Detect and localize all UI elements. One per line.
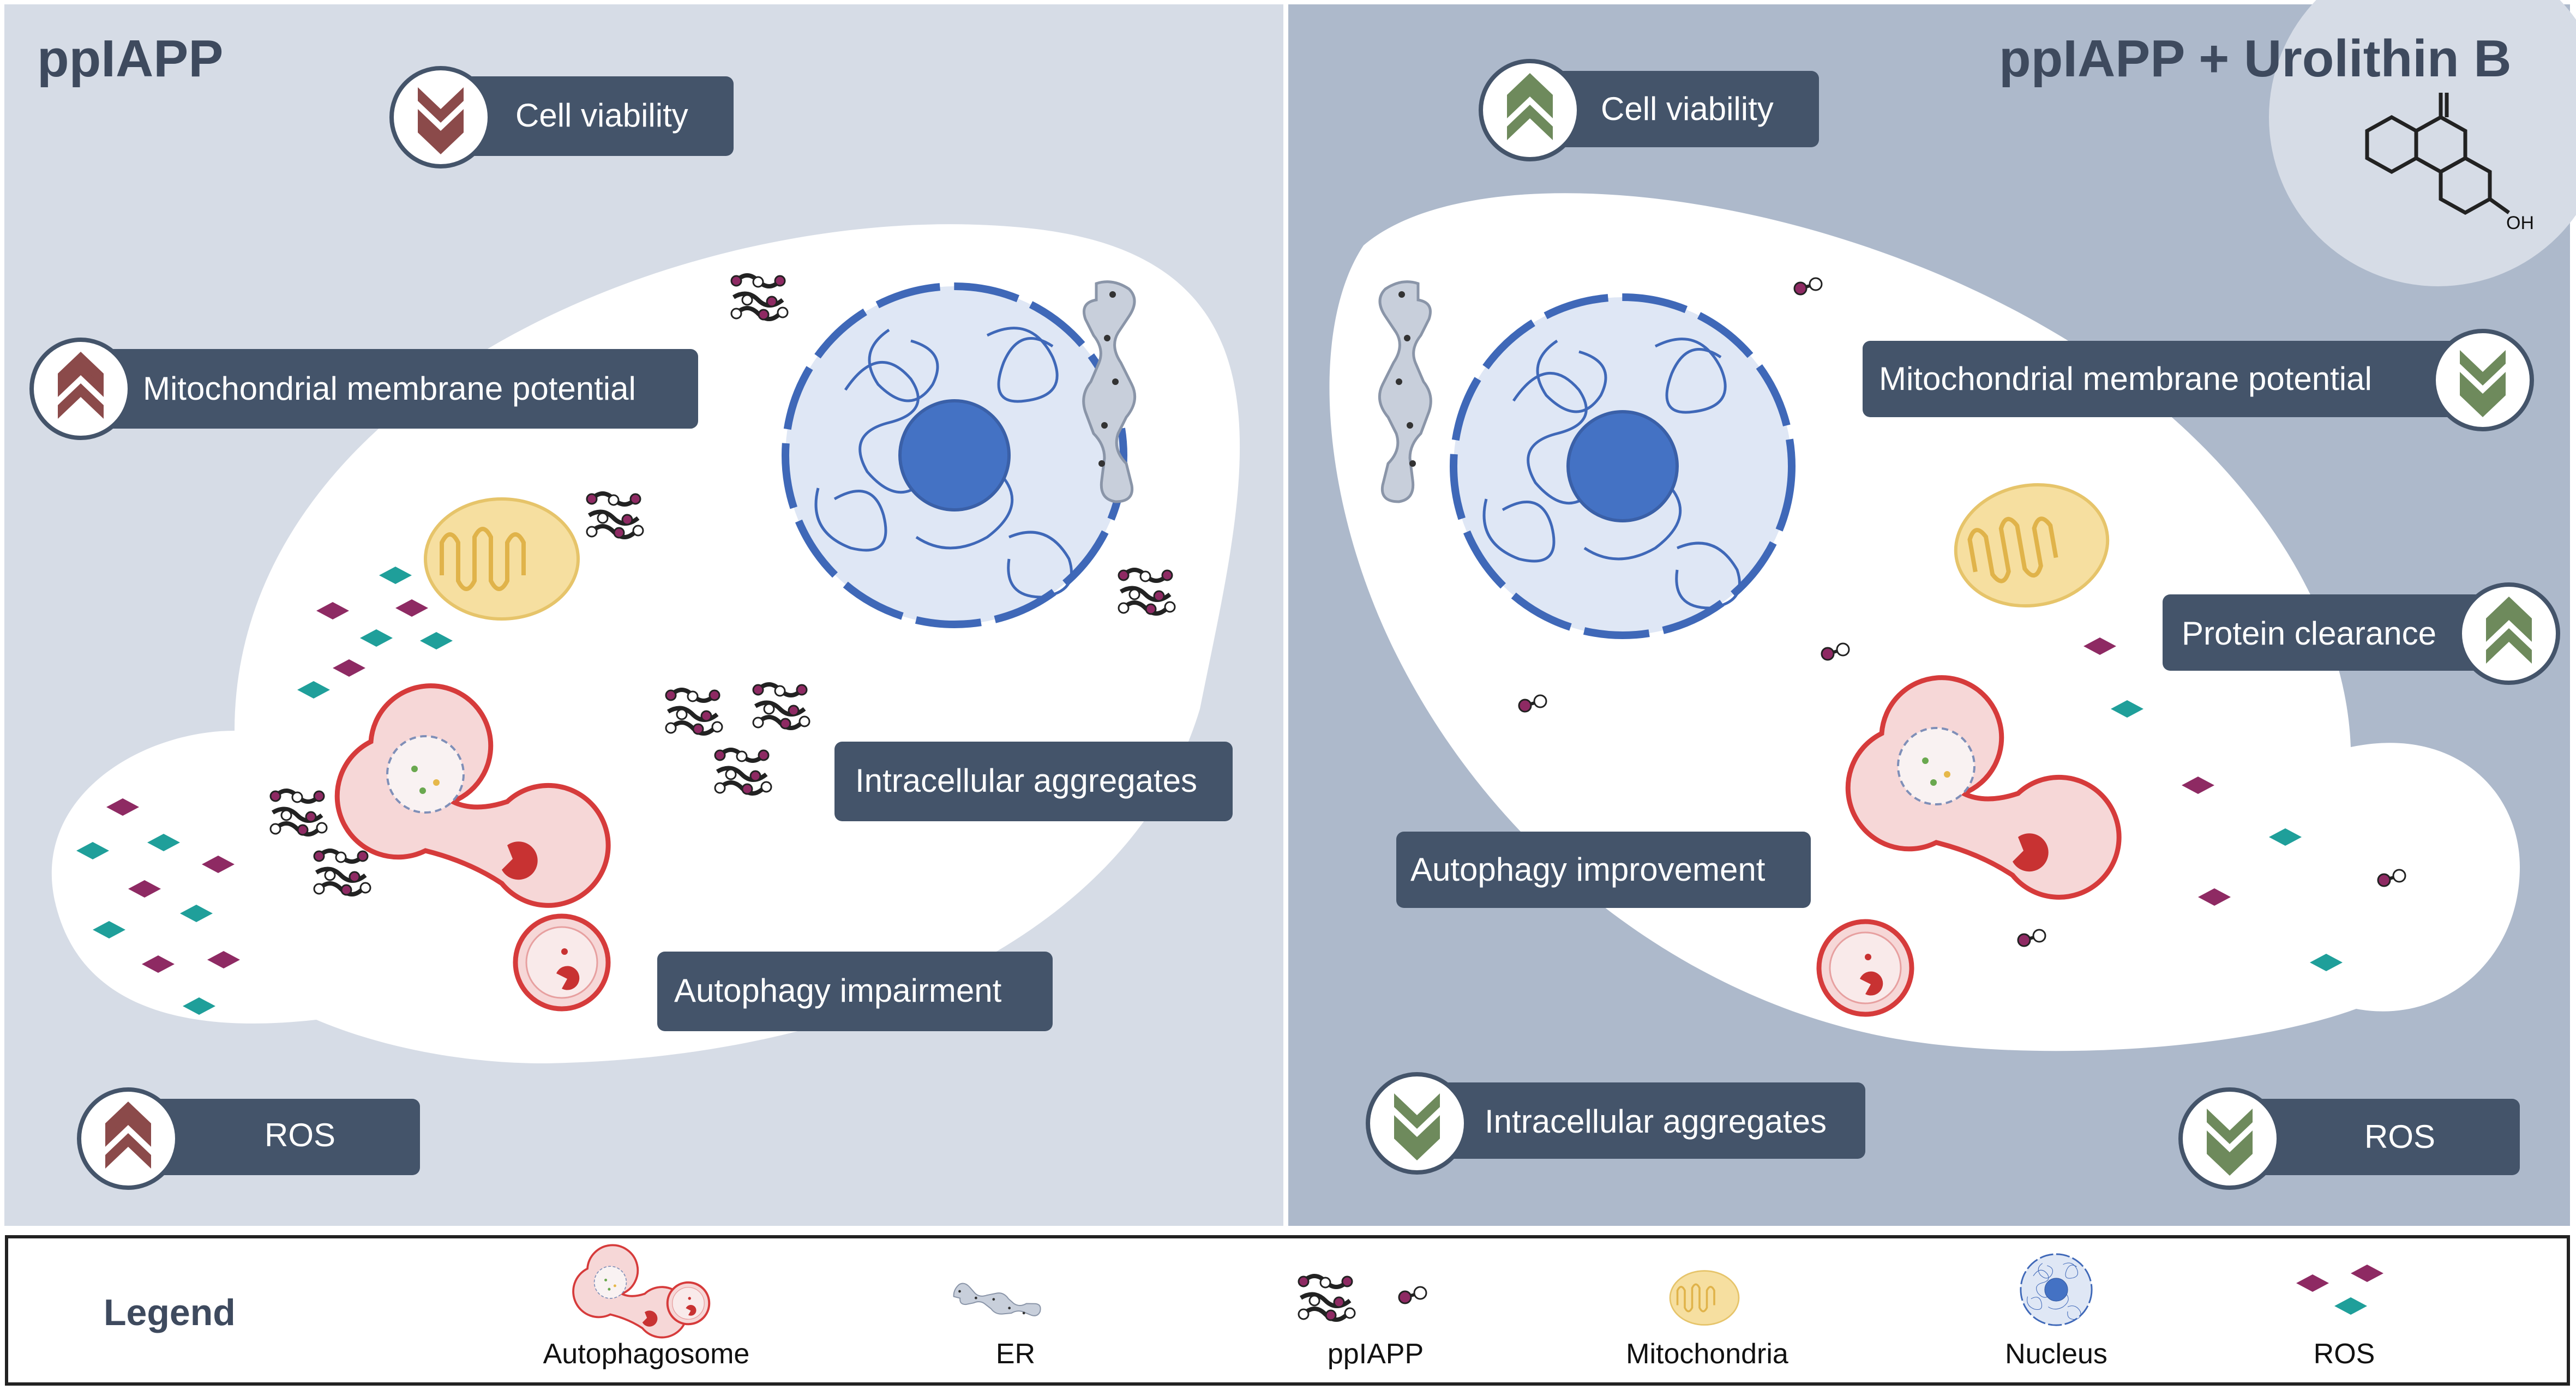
right-nucleus <box>1454 297 1792 635</box>
legend-label-er: ER <box>996 1338 1035 1370</box>
chevron-up-icon <box>1481 61 1579 159</box>
svg-text:Mitochondrial membrane potenti: Mitochondrial membrane potential <box>143 370 636 407</box>
chevron-down-icon <box>1368 1074 1466 1172</box>
right-cell-viability-label: Cell viability <box>1481 61 1819 159</box>
right-protein-clearance-label: Protein clearance <box>2163 585 2558 683</box>
right-mito-potential-label: Mitochondrial membrane potential <box>1863 331 2532 429</box>
chevron-down-icon <box>2434 331 2532 429</box>
left-aggregates-label: Intracellular aggregates <box>834 742 1233 821</box>
legend-label-mitochondria: Mitochondria <box>1626 1338 1788 1370</box>
svg-text:Protein clearance: Protein clearance <box>2182 615 2436 652</box>
left-cell-viability-label: Cell viability <box>392 68 734 166</box>
right-aggregates-label: Intracellular aggregates <box>1368 1074 1865 1172</box>
chevron-up-icon <box>2460 585 2558 683</box>
chevron-down-icon <box>392 68 490 166</box>
right-panel-title: ppIAPP + Urolithin B <box>1999 29 2512 88</box>
svg-text:Autophagy impairment: Autophagy impairment <box>674 972 1002 1009</box>
left-mitochondrion <box>425 499 578 619</box>
legend-title: Legend <box>104 1292 236 1333</box>
svg-text:ROS: ROS <box>2364 1118 2435 1155</box>
left-panel-title: ppIAPP <box>37 29 223 88</box>
legend-mito-icon <box>1669 1269 1740 1326</box>
legend-label-nucleus: Nucleus <box>2005 1338 2107 1370</box>
legend-nucleus-icon <box>2020 1253 2093 1326</box>
chevron-down-icon <box>2181 1090 2279 1188</box>
urolithin-b-circle <box>2269 0 2576 286</box>
legend-label-ros: ROS <box>2314 1338 2375 1370</box>
oh-label: OH <box>2506 213 2534 233</box>
chevron-up-icon <box>32 340 130 438</box>
svg-text:Intracellular aggregates: Intracellular aggregates <box>855 762 1197 799</box>
urolithin-b-structure-icon <box>2365 93 2511 215</box>
right-lysosome <box>1819 922 1912 1014</box>
right-autophagy-label: Autophagy improvement <box>1396 832 1811 908</box>
left-nucleus <box>785 286 1124 624</box>
svg-text:Intracellular aggregates: Intracellular aggregates <box>1485 1103 1827 1140</box>
left-ros-label: ROS <box>79 1090 420 1188</box>
legend-label-ppiapp: ppIAPP <box>1328 1338 1424 1370</box>
legend-box <box>5 1235 2570 1386</box>
svg-text:Mitochondrial membrane potenti: Mitochondrial membrane potential <box>1879 360 2372 397</box>
left-autophagy-label: Autophagy impairment <box>657 952 1053 1031</box>
svg-text:Autophagy improvement: Autophagy improvement <box>1410 851 1766 888</box>
svg-text:Cell viability: Cell viability <box>1601 91 1774 127</box>
svg-text:Cell viability: Cell viability <box>515 97 688 134</box>
chevron-up-icon <box>79 1090 177 1188</box>
svg-text:ROS: ROS <box>265 1117 335 1153</box>
left-mito-potential-label: Mitochondrial membrane potential <box>32 340 698 438</box>
right-ros-label: ROS <box>2181 1090 2520 1188</box>
legend-label-autophagosome: Autophagosome <box>543 1338 750 1370</box>
left-lysosome <box>515 916 608 1009</box>
